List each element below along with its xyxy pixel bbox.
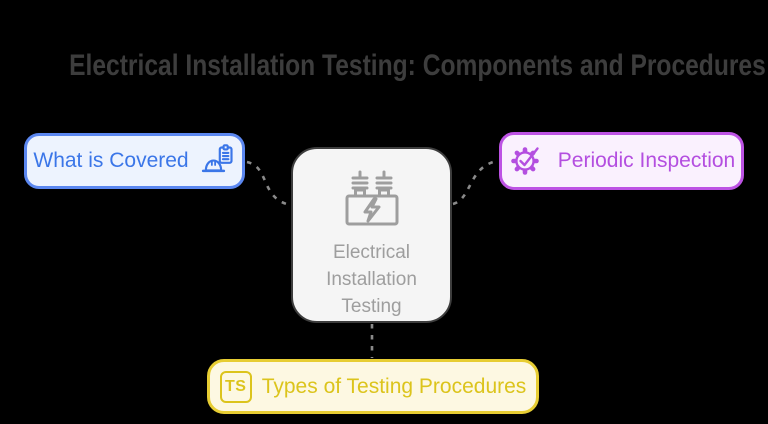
center-node-label: Electrical Installation Testing (326, 239, 417, 320)
hardhat-clipboard-icon (201, 144, 233, 173)
node-periodic-inspection-label: Periodic Inspection (557, 149, 736, 172)
node-types-of-testing-procedures-label: Types of Testing Procedures (261, 374, 527, 398)
connector-left (246, 160, 291, 207)
node-electrical-installation-testing: Electrical Installation Testing (291, 147, 452, 323)
connector-right (452, 159, 498, 206)
node-what-is-covered-label: What is Covered (33, 149, 189, 172)
gear-check-icon (510, 147, 539, 175)
node-what-is-covered: What is Covered (24, 133, 245, 189)
node-periodic-inspection: Periodic Inspection (499, 132, 744, 190)
node-types-of-testing-procedures: TS Types of Testing Procedures (207, 359, 539, 414)
ts-badge-text: TS (224, 377, 247, 395)
center-node-label-line3: Testing (341, 296, 402, 317)
transformer-bolt-icon (345, 170, 398, 226)
ts-badge-icon: TS (219, 370, 252, 403)
center-node-label-line1: Electrical (332, 242, 411, 263)
center-node-label-line2: Installation (326, 269, 417, 290)
page-title: Electrical Installation Testing: Compone… (69, 49, 766, 82)
